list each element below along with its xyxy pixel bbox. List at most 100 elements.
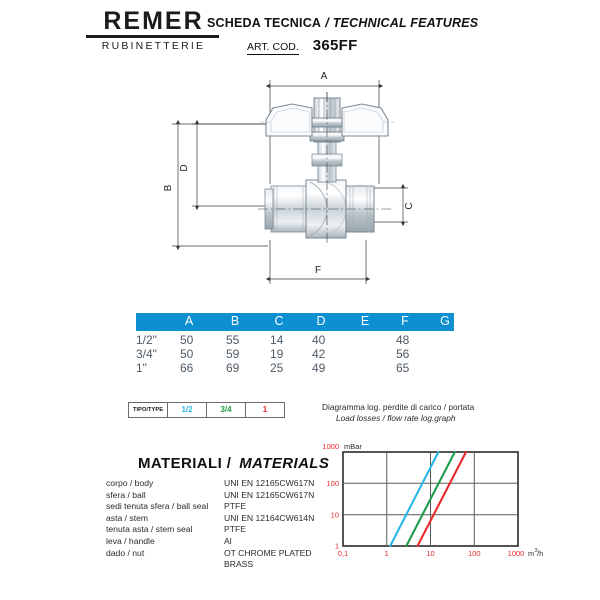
xtick-0-1: 0,1: [338, 549, 348, 558]
list-item: tenuta asta / stem seal PTFE: [106, 524, 356, 536]
cell-size: 1": [136, 361, 147, 375]
material-spec: UNI EN 12164CW614N: [224, 512, 315, 523]
list-item: leva / handle Al: [106, 536, 356, 548]
col-header-d: D: [316, 314, 326, 328]
materials-list: corpo / body UNI EN 12165CW617N sfera / …: [106, 478, 356, 571]
dimension-label-d: D: [179, 164, 190, 171]
article-code-row: ART. COD. 365FF: [247, 37, 358, 55]
x-axis-unit-denom: /h: [537, 549, 543, 558]
y-axis-unit: mBar: [344, 442, 362, 451]
material-name: sfera / ball: [106, 489, 146, 500]
dimension-label-c: C: [404, 202, 415, 209]
col-header-b: B: [230, 314, 240, 328]
cell-b: 69: [226, 361, 240, 375]
valve-body-graphic: [258, 92, 394, 244]
materials-title-en: MATERIALS: [239, 455, 330, 472]
cell-a: 50: [180, 333, 194, 347]
material-name: dado / nut: [106, 547, 145, 558]
material-spec: PTFE: [224, 524, 246, 535]
chart-title-block: Diagramma log. perdite di carico / porta…: [322, 402, 592, 424]
material-name: sedi tenuta sfera / ball seal: [106, 501, 209, 512]
list-item: sedi tenuta sfera / ball seal PTFE: [106, 501, 356, 513]
chart-series-threequarter: [405, 450, 456, 548]
dimension-label-a: A: [321, 71, 328, 82]
material-spec: PTFE: [224, 501, 246, 512]
dimension-table-header: A B C D E F G: [136, 313, 454, 331]
cell-b: 55: [226, 333, 240, 347]
x-axis-unit-exp: 3: [535, 548, 538, 554]
material-spec: UNI EN 12165CW617N: [224, 478, 315, 488]
material-spec: Al: [224, 535, 232, 546]
list-item: asta / stem UNI EN 12164CW614N: [106, 513, 356, 525]
brand-name: REMER: [103, 7, 204, 35]
col-header-g: G: [440, 314, 450, 328]
table-row: 3/4" 50 59 19 42 56: [136, 347, 454, 361]
type-legend-threequarter: 3/4: [207, 403, 246, 417]
type-legend-one: 1: [262, 405, 268, 414]
cell-d: 42: [312, 347, 326, 361]
ytick-10: 10: [331, 511, 339, 520]
list-item: corpo / body UNI EN 12165CW617N: [106, 478, 356, 490]
type-legend-half: 1/2: [168, 403, 207, 417]
cell-f: 65: [396, 361, 410, 375]
dimension-table: A B C D E F G 1/2" 50 55 14 40 48 3/4" 5…: [136, 313, 454, 377]
article-code-label: ART. COD.: [247, 41, 299, 55]
table-row: 1/2" 50 55 14 40 48: [136, 333, 454, 347]
cell-c: 19: [270, 347, 284, 361]
logo-divider: [86, 35, 219, 38]
col-header-c: C: [274, 314, 284, 328]
list-item: sfera / ball UNI EN 12165CW617N: [106, 490, 356, 502]
material-spec: OT CHROME PLATED: [224, 547, 312, 558]
cell-f: 48: [396, 333, 410, 347]
material-name: asta / stem: [106, 512, 149, 523]
dimension-table-body: 1/2" 50 55 14 40 48 3/4" 50 59 19 42 56: [136, 331, 454, 377]
material-spec: BRASS: [224, 559, 254, 570]
document-title: SCHEDA TECNICA/TECHNICAL FEATURES: [207, 14, 478, 32]
chart-grid-horizontal: [343, 482, 518, 516]
cell-a: 50: [180, 347, 194, 361]
cell-d: 49: [312, 361, 326, 375]
materials-title-it: MATERIALI /: [138, 455, 232, 472]
dimension-label-b: B: [163, 184, 174, 191]
brand-tagline: RUBINETTERIE: [101, 39, 206, 52]
article-code-value: 365FF: [312, 37, 358, 54]
material-name: corpo / body: [106, 478, 154, 488]
type-legend: TIPO/TYPE 1/2 3/4 1: [128, 402, 285, 418]
xtick-10: 10: [426, 549, 434, 558]
col-header-a: A: [184, 314, 194, 328]
dimension-label-f: F: [315, 265, 321, 276]
material-name: tenuta asta / stem seal: [106, 524, 193, 535]
chart-subtitle: Load losses / flow rate log.graph: [336, 413, 456, 423]
ytick-1000: 1000: [322, 442, 339, 451]
ytick-1: 1: [335, 542, 339, 551]
materials-title: MATERIALI / MATERIALS: [138, 455, 329, 472]
cell-f: 56: [396, 347, 410, 361]
cell-c: 25: [270, 361, 284, 375]
load-loss-chart: 1000 mBar 100 10 1 0,1 1 10 100 1000 m 3…: [313, 438, 598, 563]
ytick-100: 100: [326, 479, 339, 488]
chart-series-one: [416, 450, 468, 548]
brand-logo: REMER RUBINETTERIE: [86, 8, 221, 52]
x-axis-unit: m: [528, 549, 534, 558]
cell-d: 40: [312, 333, 326, 347]
xtick-1000: 1000: [508, 549, 525, 558]
list-item: dado / nut OT CHROME PLATED: [106, 548, 356, 560]
cell-size: 3/4": [136, 347, 157, 361]
chart-title: Diagramma log. perdite di carico / porta…: [322, 402, 475, 412]
table-row: 1" 66 69 25 49 65: [136, 361, 454, 375]
type-legend-label: TIPO/TYPE: [129, 403, 168, 417]
cell-b: 59: [226, 347, 240, 361]
xtick-1: 1: [385, 549, 389, 558]
cell-c: 14: [270, 333, 284, 347]
material-spec: UNI EN 12165CW617N: [224, 489, 315, 500]
col-header-e: E: [360, 314, 370, 328]
material-name: leva / handle: [106, 535, 155, 546]
page-header: REMER RUBINETTERIE SCHEDA TECNICA/TECHNI…: [0, 0, 600, 62]
technical-drawing: A B D C: [160, 62, 420, 292]
document-title-en: TECHNICAL FEATURES: [332, 16, 479, 30]
list-item: BRASS: [106, 559, 356, 571]
cell-a: 66: [180, 361, 194, 375]
col-header-f: F: [401, 314, 409, 328]
chart-series-half: [389, 450, 440, 548]
